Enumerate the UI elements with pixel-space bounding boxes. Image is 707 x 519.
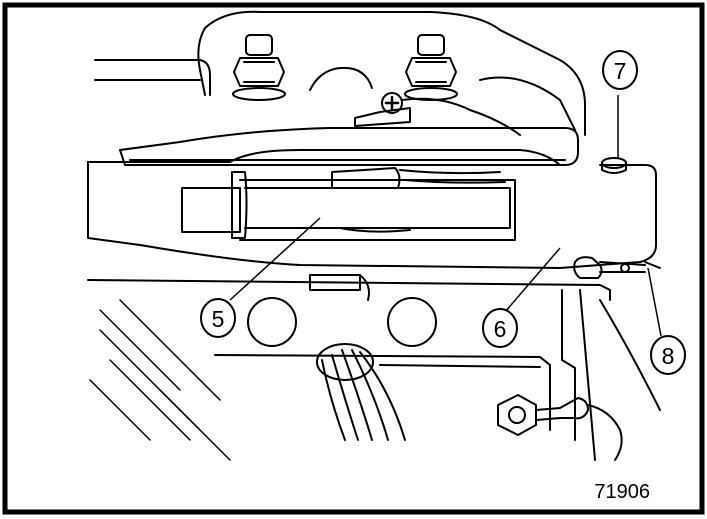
arm-housing [87,161,657,269]
wire-bundle [316,343,406,441]
plunger-rod [181,187,241,233]
arm-housing-top [87,149,561,166]
link-clip [573,256,661,279]
slide-top-tab [331,167,401,189]
leader-lines [229,95,662,337]
slide-spring [399,169,506,184]
callout-label-5: 5 [212,306,225,332]
leader-5 [229,217,321,301]
panel-hole-right [387,297,437,347]
callout-label-6: 6 [494,316,507,342]
slide-block [244,187,511,229]
panel-hole-left [247,297,297,347]
callout-circle-5 [200,298,236,338]
upper-lever [119,127,579,166]
bracket-curve [309,66,373,91]
slide-lower-tab [339,227,411,233]
leader-6 [504,247,561,313]
shading-hatch [89,299,231,461]
clip-screw [354,92,521,136]
mounting-bracket-plate [204,10,586,136]
bracket-inner-edge [197,27,206,96]
ground-stud [497,394,623,461]
plunger-collar [231,171,248,239]
far-right-brace [599,299,661,411]
arm-housing-inner [239,179,516,241]
latch-hook [359,274,370,301]
latch-tab [309,274,361,291]
leader-8 [647,267,662,337]
callout-circle-8 [650,335,686,375]
mounting-nut-right [404,34,458,101]
bracket-right-curve [479,76,576,131]
callout-circle-7 [602,50,638,90]
lower-frame [214,354,551,431]
callout-circle-6 [482,308,518,348]
right-frame [561,289,596,461]
pivot-pin [601,157,627,174]
callout-label-7: 7 [614,58,627,84]
mounting-nut-left [232,34,286,101]
figure-number: 71906 [594,481,650,503]
bracket-left-arm [94,59,211,96]
callout-markers [200,50,686,375]
base-plate-edge [87,279,611,301]
callout-label-8: 8 [662,343,675,369]
